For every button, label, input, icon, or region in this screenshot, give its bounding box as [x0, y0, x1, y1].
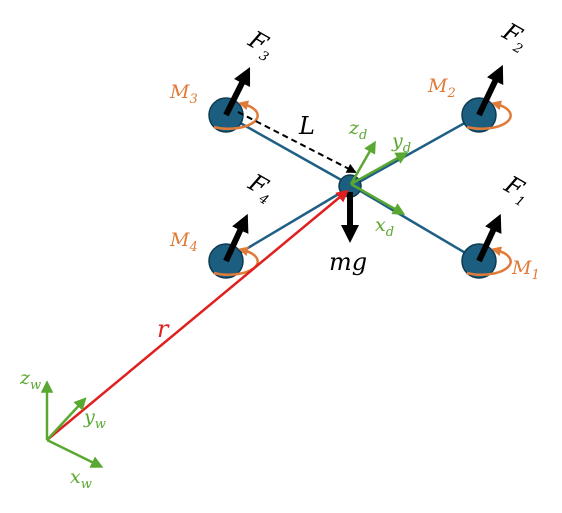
label-L: L	[298, 112, 315, 140]
body-z-axis	[349, 140, 376, 185]
label-zd: zd	[348, 117, 367, 143]
label-zw: zw	[19, 367, 41, 393]
label-M3: M3	[169, 81, 198, 107]
arm-1	[351, 184, 480, 263]
world-y-axis	[46, 397, 87, 441]
position-vector-r	[46, 189, 349, 441]
body-y-axis	[350, 152, 409, 186]
body-frame	[349, 140, 409, 215]
label-yw: yw	[83, 406, 106, 432]
world-x-axis	[46, 438, 104, 468]
world-frame-labels: zw yw xw	[19, 367, 106, 492]
label-xd: xd	[375, 214, 394, 240]
thrust-arrow-4	[223, 213, 249, 263]
curved-arrow-icon	[466, 246, 512, 276]
label-r: r	[157, 315, 170, 343]
world-frame	[40, 380, 104, 468]
label-F1: F1	[497, 170, 535, 211]
label-F3: F3	[241, 25, 279, 66]
label-F2: F2	[495, 17, 533, 58]
arm-length-dashed	[237, 111, 357, 173]
curved-arrow-icon	[213, 100, 259, 130]
label-yd: yd	[391, 130, 411, 156]
label-M2: M2	[427, 75, 456, 101]
thrust-arrows	[223, 64, 504, 263]
thrust-arrow-2	[476, 64, 504, 117]
label-M4: M4	[169, 229, 198, 255]
curved-arrow-icon	[466, 100, 512, 130]
body-x-axis	[350, 182, 406, 215]
label-xw: xw	[70, 466, 92, 492]
thrust-arrow-1	[476, 213, 502, 263]
arm-2	[351, 113, 480, 188]
label-mg: mg	[329, 248, 367, 276]
label-F4: F4	[241, 168, 279, 209]
moment-labels: M3 M2 M4 M1	[169, 75, 540, 283]
body-frame-labels: zd yd xd	[348, 117, 411, 240]
label-M1: M1	[511, 257, 540, 283]
thrust-arrow-3	[223, 66, 251, 117]
